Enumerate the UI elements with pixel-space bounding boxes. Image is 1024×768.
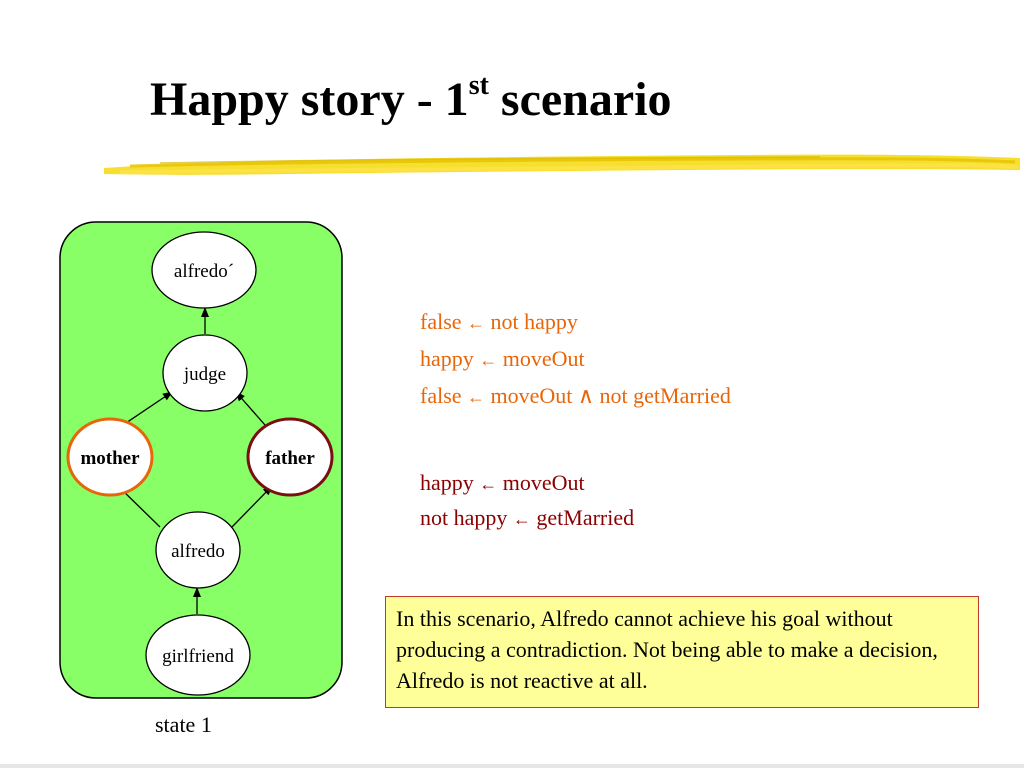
mother-rules: false ← not happy happy ← moveOut false …	[420, 304, 731, 415]
title-underline-highlight	[104, 154, 1020, 175]
slide-title: Happy story - 1st scenario	[150, 70, 672, 127]
scenario-note-box: In this scenario, Alfredo cannot achieve…	[385, 596, 979, 708]
left-arrow-icon: ←	[467, 387, 486, 407]
note-text: In this scenario, Alfredo cannot achieve…	[396, 606, 938, 693]
left-arrow-icon: ←	[479, 350, 498, 370]
state-panel	[59, 221, 343, 699]
node-father: father	[246, 417, 334, 497]
title-end: scenario	[488, 73, 672, 126]
father-rules: happy ← moveOut not happy ← getMarried	[420, 466, 634, 536]
node-label-father: father	[265, 448, 315, 469]
state-label: state 1	[155, 712, 212, 737]
edge-mother-judge	[122, 391, 173, 426]
node-judge: judge	[162, 334, 248, 412]
logical-and-icon: ∧	[577, 383, 595, 408]
edge-father-judge	[235, 391, 266, 426]
rule-line: happy ← moveOut	[420, 346, 585, 371]
node-label-alfredo-prime: alfredo´	[174, 261, 234, 282]
edge-alfredo-father	[231, 485, 273, 528]
node-label-judge: judge	[183, 364, 226, 385]
node-label-girlfriend: girlfriend	[162, 646, 234, 667]
footer-divider	[0, 764, 1024, 768]
node-label-mother: mother	[80, 448, 140, 469]
title-superscript: st	[468, 70, 489, 101]
node-alfredo: alfredo	[155, 511, 241, 589]
rule-line: not happy ← getMarried	[420, 505, 635, 530]
left-arrow-icon: ←	[467, 313, 486, 333]
left-arrow-icon: ←	[512, 509, 531, 529]
node-alfredo-prime: alfredo´	[151, 231, 257, 309]
rule-line: false ← not happy	[420, 309, 578, 334]
rule-line: false ← moveOut ∧ not getMarried	[420, 383, 731, 408]
node-label-alfredo: alfredo	[171, 541, 225, 562]
rule-line: happy ← moveOut	[420, 470, 585, 495]
node-girlfriend: girlfriend	[145, 614, 251, 696]
left-arrow-icon: ←	[479, 474, 498, 494]
node-mother: mother	[66, 417, 154, 497]
title-main: Happy story - 1	[150, 73, 469, 126]
